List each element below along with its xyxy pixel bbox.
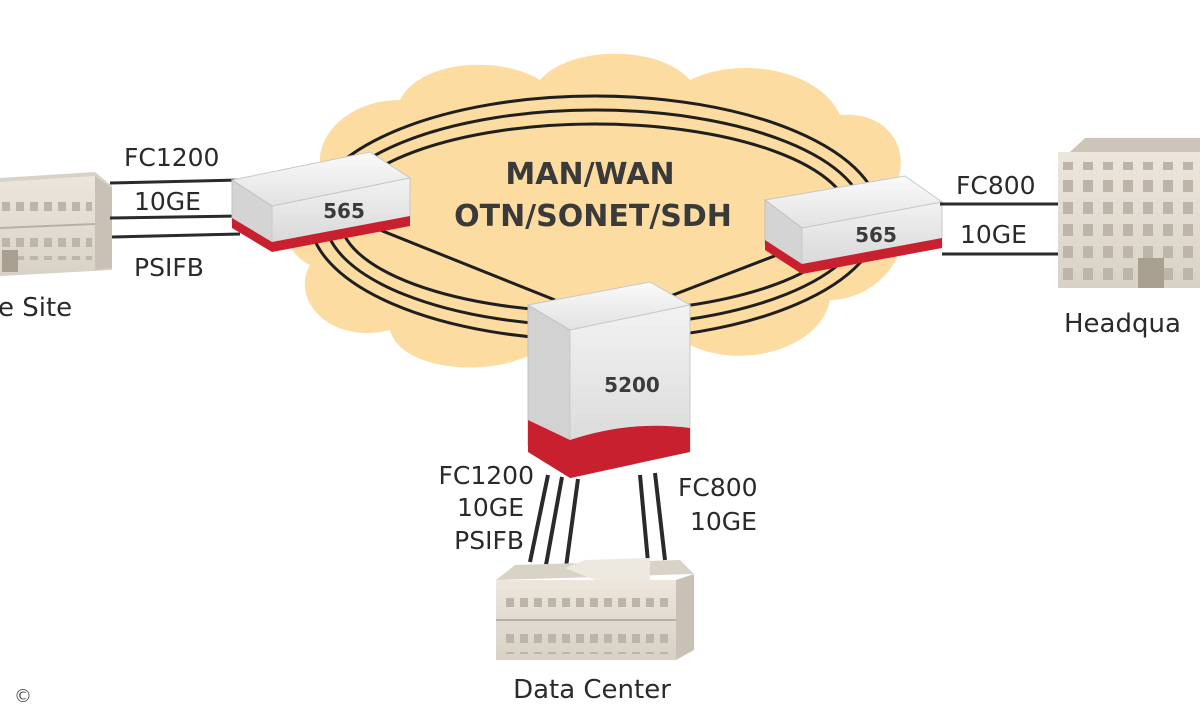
- data-center-label: Data Center: [513, 675, 671, 705]
- right-link-1: FC800: [956, 171, 1036, 200]
- right-link-2: 10GE: [960, 220, 1027, 249]
- left-link-2: 10GE: [134, 187, 201, 216]
- right-device-565: 565: [763, 175, 944, 274]
- left-site-building: e Site: [0, 172, 112, 323]
- center-device-model: 5200: [604, 373, 660, 397]
- center-device-5200: 5200: [526, 281, 692, 479]
- network-cloud: MAN/WAN OTN/SONET/SDH: [286, 53, 901, 368]
- device-interconnects: [379, 228, 791, 302]
- left-link-3: PSIFB: [134, 253, 204, 282]
- data-center-building: Data Center: [496, 558, 694, 705]
- network-title-line1: MAN/WAN: [505, 157, 674, 192]
- cloud-shape: [286, 53, 901, 368]
- right-site-building: Headqua: [1058, 138, 1200, 339]
- copyright-icon: ©: [12, 686, 34, 708]
- network-title-line2: OTN/SONET/SDH: [454, 199, 732, 234]
- left-device-565: 565: [230, 151, 412, 252]
- left-links: FC1200 10GE PSIFB: [109, 143, 241, 282]
- left-link-1: FC1200: [124, 143, 219, 172]
- link-left-to-center: [379, 228, 556, 302]
- bottom-right-link-2: 10GE: [690, 507, 757, 536]
- left-site-label: e Site: [0, 293, 72, 323]
- link-right-to-center: [659, 248, 791, 302]
- left-device-model: 565: [323, 199, 365, 223]
- bottom-right-link-1: FC800: [678, 473, 758, 502]
- right-device-model: 565: [855, 223, 897, 247]
- bottom-left-link-2: 10GE: [457, 493, 524, 522]
- right-links: FC800 10GE: [940, 171, 1065, 256]
- right-site-label: Headqua: [1064, 309, 1181, 339]
- bottom-links: FC1200 10GE PSIFB FC800 10GE: [439, 461, 758, 568]
- bottom-left-link-1: FC1200: [439, 461, 534, 490]
- bottom-left-link-3: PSIFB: [454, 526, 524, 555]
